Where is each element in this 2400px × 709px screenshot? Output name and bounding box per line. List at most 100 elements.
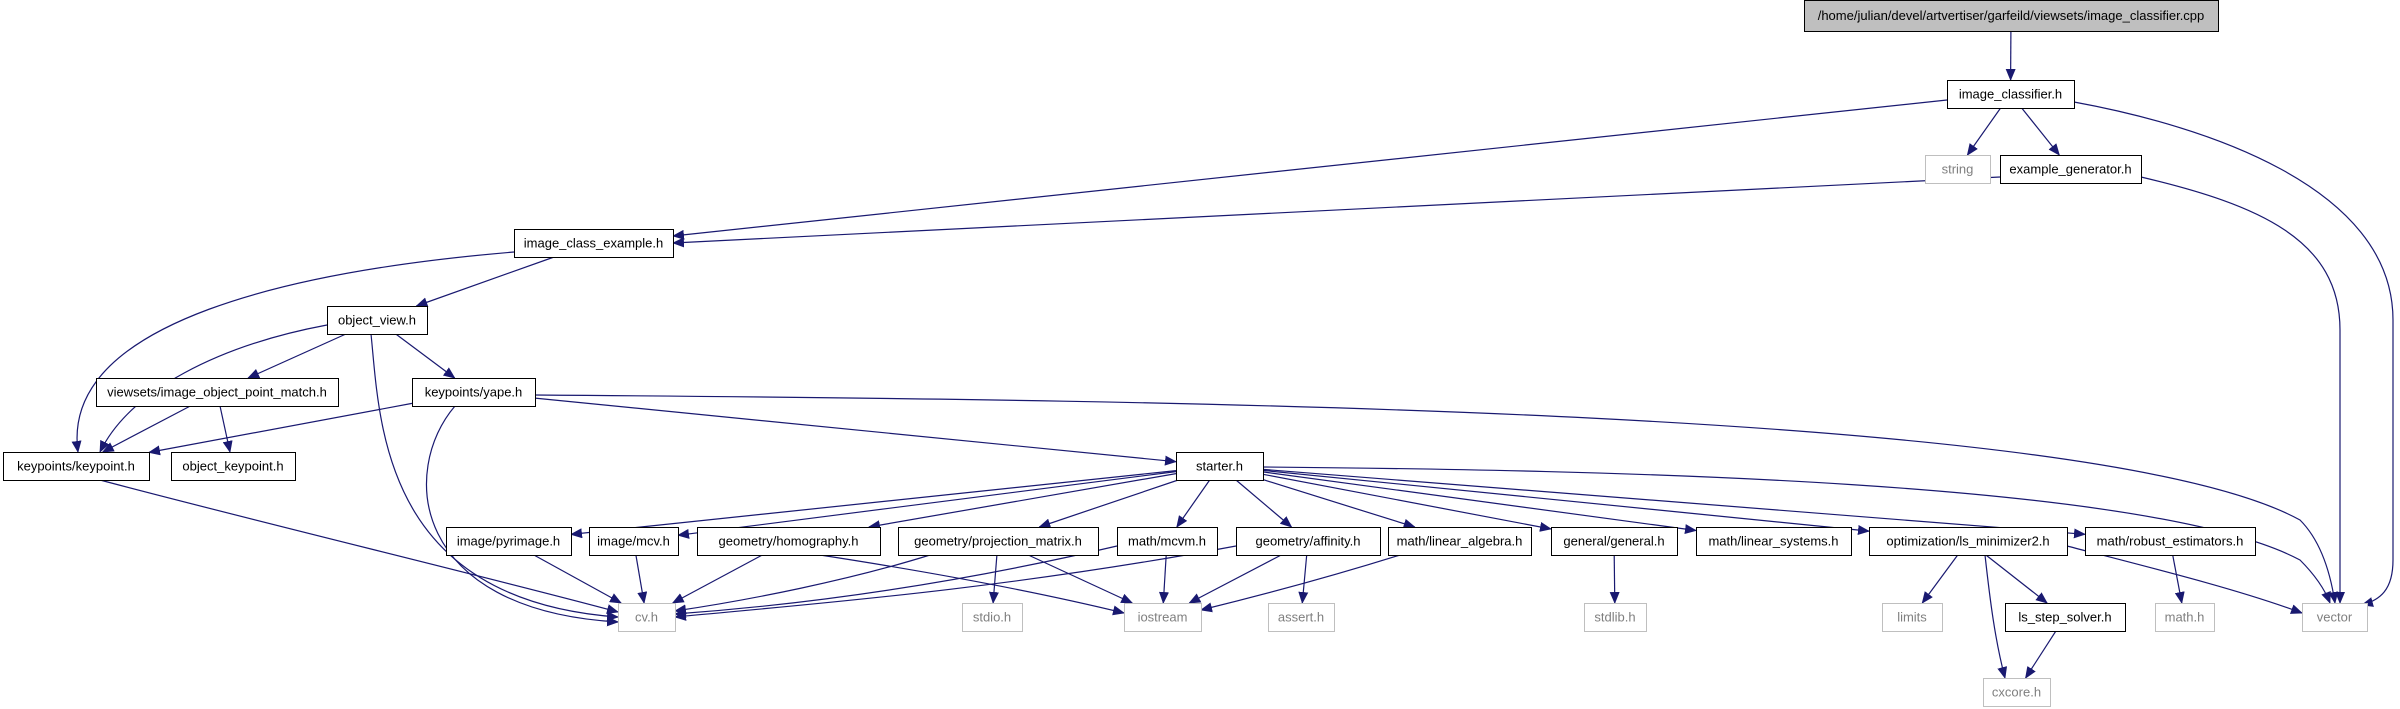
edge-starter-to-affinity bbox=[1235, 479, 1293, 528]
edge-starter-to-homography bbox=[868, 473, 1177, 531]
edge-projection_matrix-to-iostream bbox=[1028, 554, 1134, 604]
node-label: object_keypoint.h bbox=[182, 459, 283, 474]
node-ls_step_solver[interactable]: ls_step_solver.h bbox=[2005, 603, 2126, 632]
edge-pyrimage-to-cv bbox=[533, 554, 622, 604]
node-stdio: stdio.h bbox=[962, 603, 1023, 632]
edge-starter-to-general bbox=[1262, 473, 1552, 532]
node-box bbox=[446, 527, 572, 556]
node-label: /home/julian/devel/artvertiser/garfeild/… bbox=[1818, 8, 2205, 23]
node-string: string bbox=[1925, 155, 1991, 184]
node-label: vector bbox=[2317, 610, 2353, 625]
node-box bbox=[589, 527, 679, 556]
node-box bbox=[171, 452, 296, 481]
node-box bbox=[2155, 603, 2215, 632]
node-label: object_view.h bbox=[338, 313, 416, 328]
node-mcv[interactable]: image/mcv.h bbox=[589, 527, 679, 556]
node-label: geometry/affinity.h bbox=[1255, 534, 1360, 549]
node-label: geometry/homography.h bbox=[719, 534, 859, 549]
node-label: image_classifier.h bbox=[1959, 87, 2062, 102]
edge-affinity-to-cv bbox=[674, 545, 1237, 621]
edge-starter-to-linear_systems bbox=[1262, 471, 1697, 534]
node-linear_systems[interactable]: math/linear_systems.h bbox=[1696, 527, 1852, 556]
node-label: string bbox=[1942, 162, 1974, 177]
node-cv: cv.h bbox=[618, 603, 676, 632]
node-image_object_point_match[interactable]: viewsets/image_object_point_match.h bbox=[96, 378, 339, 407]
node-box bbox=[1117, 527, 1218, 556]
node-robust_estimators[interactable]: math/robust_estimators.h bbox=[2085, 527, 2256, 556]
node-label: cv.h bbox=[635, 610, 658, 625]
node-yape[interactable]: keypoints/yape.h bbox=[412, 378, 536, 407]
node-example_generator[interactable]: example_generator.h bbox=[2000, 155, 2142, 184]
node-root[interactable]: /home/julian/devel/artvertiser/garfeild/… bbox=[1804, 0, 2219, 32]
edge-example_generator-to-vector bbox=[2140, 176, 2345, 604]
edge-object_view-to-cv bbox=[370, 333, 619, 622]
node-box bbox=[898, 527, 1099, 556]
edge-starter-to-mcv bbox=[677, 471, 1177, 539]
node-box bbox=[1882, 603, 1943, 632]
node-assert: assert.h bbox=[1268, 603, 1335, 632]
node-box bbox=[2085, 527, 2256, 556]
edge-image_object_point_match-to-keypoint bbox=[101, 405, 191, 453]
edge-object_view-to-image_object_point_match bbox=[247, 333, 347, 379]
node-label: cxcore.h bbox=[1992, 685, 2041, 700]
node-cxcore: cxcore.h bbox=[1983, 678, 2051, 707]
edge-starter-to-pyrimage bbox=[570, 470, 1177, 539]
node-homography[interactable]: geometry/homography.h bbox=[697, 527, 881, 556]
edge-image_classifier-to-example_generator bbox=[2021, 107, 2060, 156]
node-box bbox=[3, 452, 150, 481]
edge-general-to-stdlib bbox=[1609, 554, 1620, 604]
node-box bbox=[1804, 0, 2219, 32]
node-box bbox=[1696, 527, 1852, 556]
edge-mcvm-to-iostream bbox=[1158, 554, 1169, 604]
node-box bbox=[2005, 603, 2126, 632]
node-label: viewsets/image_object_point_match.h bbox=[107, 385, 327, 400]
node-starter[interactable]: starter.h bbox=[1176, 452, 1264, 481]
node-box bbox=[1925, 155, 1991, 184]
edge-ls_minimizer2-to-vector bbox=[2066, 545, 2303, 614]
node-label: stdio.h bbox=[973, 610, 1011, 625]
node-projection_matrix[interactable]: geometry/projection_matrix.h bbox=[898, 527, 1099, 556]
node-label: ls_step_solver.h bbox=[2018, 610, 2111, 625]
node-box bbox=[697, 527, 881, 556]
node-mcvm[interactable]: math/mcvm.h bbox=[1117, 527, 1218, 556]
node-ls_minimizer2[interactable]: optimization/ls_minimizer2.h bbox=[1869, 527, 2068, 556]
edge-starter-to-mcvm bbox=[1176, 479, 1211, 528]
node-linear_algebra[interactable]: math/linear_algebra.h bbox=[1388, 527, 1532, 556]
node-box bbox=[1268, 603, 1335, 632]
node-label: math/mcvm.h bbox=[1128, 534, 1206, 549]
node-pyrimage[interactable]: image/pyrimage.h bbox=[446, 527, 572, 556]
node-label: general/general.h bbox=[1563, 534, 1664, 549]
edge-affinity-to-iostream bbox=[1188, 554, 1282, 604]
node-label: iostream bbox=[1138, 610, 1188, 625]
edge-example_generator-to-image_class_example bbox=[672, 176, 2001, 248]
nodes-layer: /home/julian/devel/artvertiser/garfeild/… bbox=[3, 0, 2368, 707]
edge-yape-to-starter bbox=[534, 397, 1177, 466]
edge-mcv-to-cv bbox=[635, 554, 648, 604]
edge-homography-to-iostream bbox=[819, 554, 1125, 616]
node-general[interactable]: general/general.h bbox=[1551, 527, 1678, 556]
edge-ls_minimizer2-to-ls_step_solver bbox=[1985, 554, 2048, 604]
node-box bbox=[514, 229, 674, 258]
node-image_classifier[interactable]: image_classifier.h bbox=[1947, 80, 2075, 109]
node-label: optimization/ls_minimizer2.h bbox=[1886, 534, 2049, 549]
node-object_view[interactable]: object_view.h bbox=[327, 306, 428, 335]
node-label: image_class_example.h bbox=[524, 236, 663, 251]
node-label: stdlib.h bbox=[1594, 610, 1635, 625]
node-object_keypoint[interactable]: object_keypoint.h bbox=[171, 452, 296, 481]
edge-starter-to-robust_estimators bbox=[1262, 468, 2086, 539]
edge-robust_estimators-to-math_h bbox=[2172, 554, 2185, 604]
node-label: math/linear_algebra.h bbox=[1397, 534, 1523, 549]
node-image_class_example[interactable]: image_class_example.h bbox=[514, 229, 674, 258]
node-affinity[interactable]: geometry/affinity.h bbox=[1236, 527, 1381, 556]
node-box bbox=[1388, 527, 1532, 556]
node-stdlib: stdlib.h bbox=[1584, 603, 1647, 632]
edge-ls_minimizer2-to-limits bbox=[1921, 554, 1959, 604]
node-box bbox=[96, 378, 339, 407]
node-box bbox=[2000, 155, 2142, 184]
edge-ls_step_solver-to-cxcore bbox=[2025, 630, 2057, 679]
edge-image_classifier-to-vector bbox=[2073, 101, 2394, 607]
edge-starter-to-projection_matrix bbox=[1038, 479, 1179, 529]
node-keypoint[interactable]: keypoints/keypoint.h bbox=[3, 452, 150, 481]
node-label: math/robust_estimators.h bbox=[2097, 534, 2244, 549]
